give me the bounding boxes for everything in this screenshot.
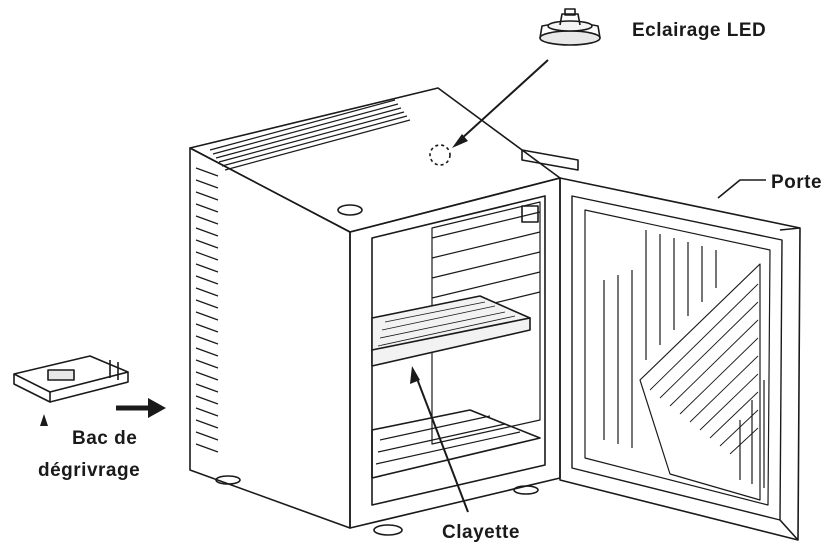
label-degrivrage: dégrivrage: [38, 460, 141, 481]
drip-tray-arrow: [116, 398, 166, 418]
porte-leader-line: [717, 179, 766, 199]
fridge-cabinet: [189, 87, 561, 536]
label-porte: Porte: [771, 172, 823, 193]
fridge-door: [521, 149, 801, 541]
clayette-pointer-arrow: [410, 366, 469, 513]
drip-tray-illustration: [13, 355, 129, 426]
label-eclairage-led: Eclairage LED: [632, 20, 767, 41]
led-lamp-illustration: [539, 8, 601, 46]
label-bac-de: Bac de: [72, 428, 138, 449]
label-clayette: Clayette: [442, 522, 520, 543]
led-pointer-arrow: [429, 59, 549, 166]
